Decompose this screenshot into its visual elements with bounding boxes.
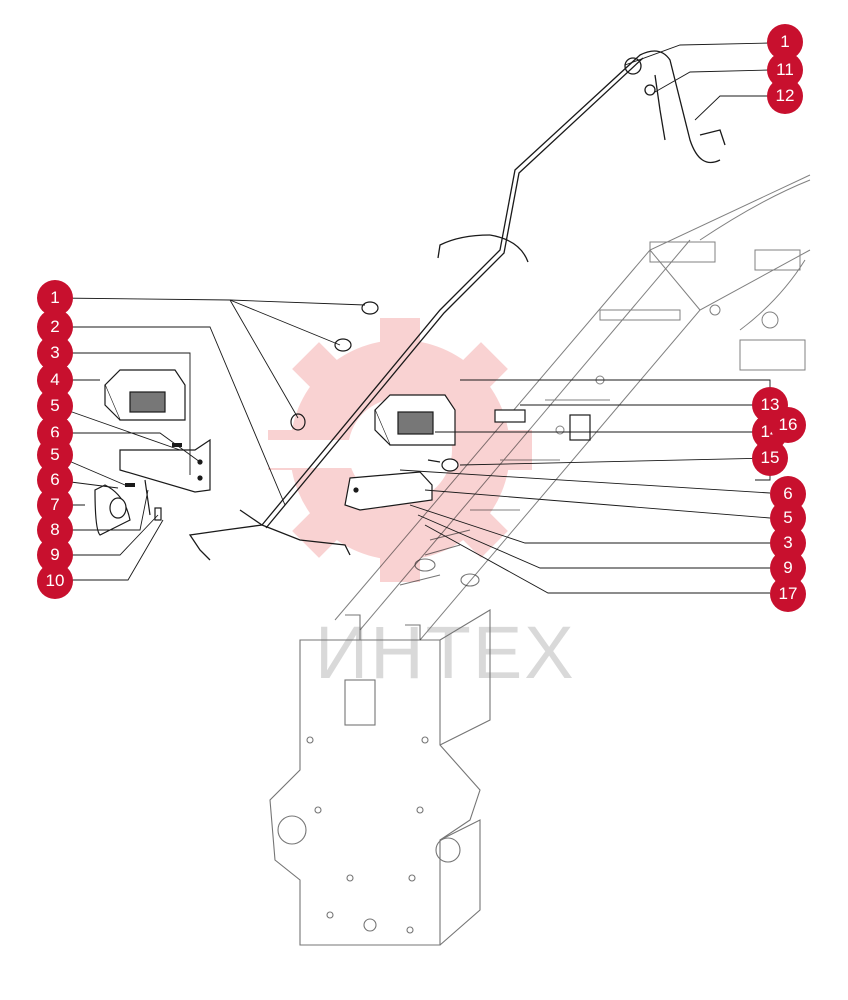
horn-icon bbox=[94, 479, 162, 536]
wiring-harness bbox=[188, 50, 726, 561]
switch-icon bbox=[427, 409, 591, 472]
cable-tie-icon bbox=[290, 301, 379, 431]
callout-10[interactable]: 10 bbox=[37, 563, 73, 599]
callout-17[interactable]: 17 bbox=[770, 576, 806, 612]
front-plate bbox=[269, 529, 491, 946]
leader-lines bbox=[54, 42, 771, 594]
lamp-bracket-right-icon bbox=[344, 471, 433, 511]
callout-16[interactable]: 16 bbox=[770, 407, 806, 443]
work-lamp-right-icon bbox=[374, 394, 456, 446]
callout-15[interactable]: 15 bbox=[752, 440, 788, 476]
callout-12[interactable]: 12 bbox=[767, 78, 803, 114]
work-lamp-left-icon bbox=[104, 369, 186, 421]
